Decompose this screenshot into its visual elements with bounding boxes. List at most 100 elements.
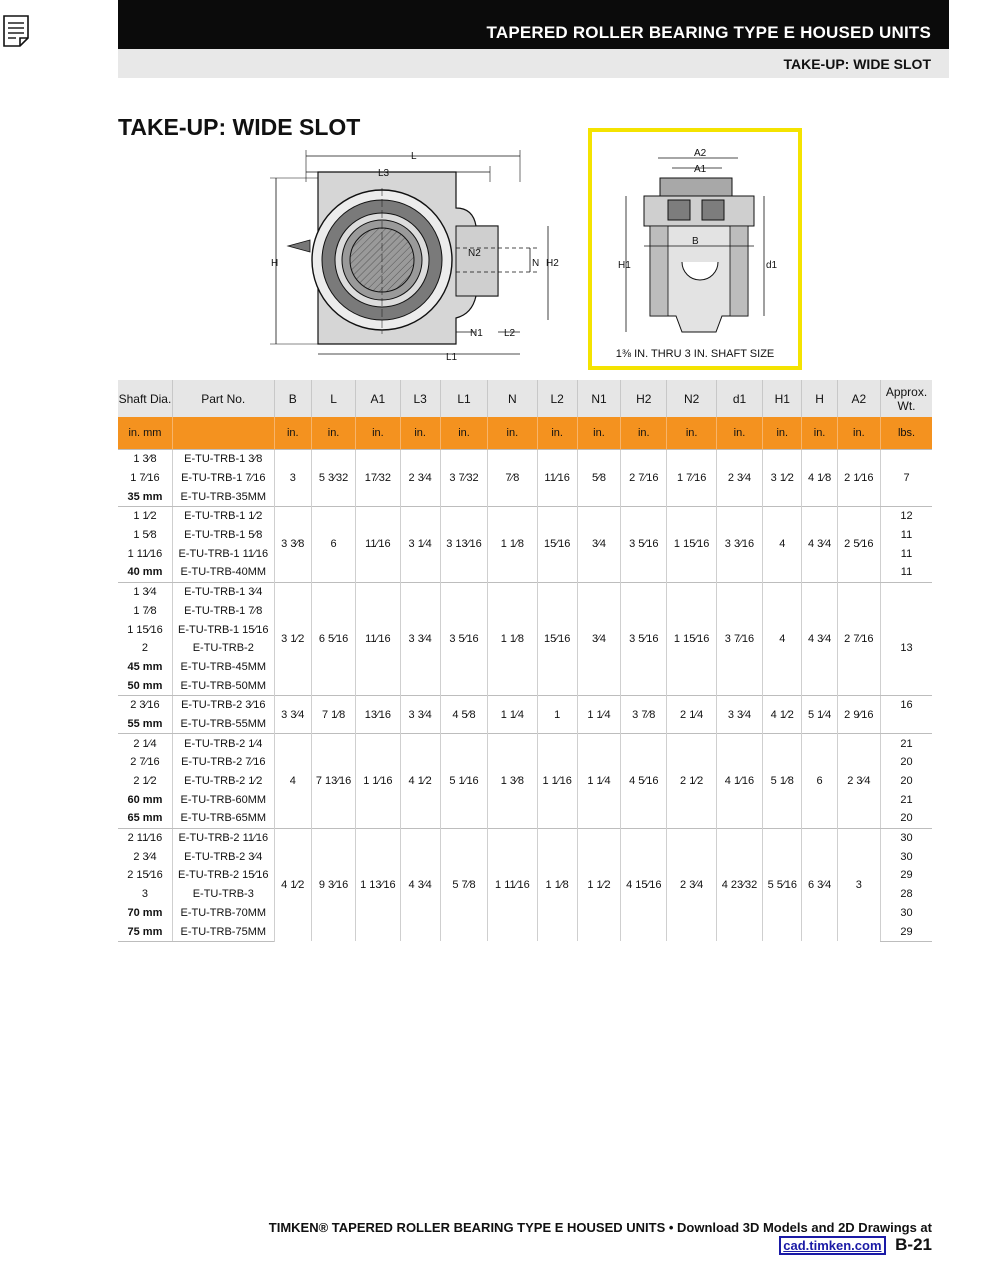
shaft-dia-cell: 1 7⁄8 bbox=[133, 604, 157, 617]
weight-cell: 11 bbox=[880, 544, 932, 564]
shaft-dia-cell: 1 3⁄4 bbox=[118, 581, 173, 602]
weight-cell: 30 bbox=[880, 903, 932, 923]
weight-cell: 7 bbox=[880, 468, 932, 488]
dimension-cell: 1 1⁄2 bbox=[576, 827, 621, 942]
dimension-cell: 2 9⁄16 bbox=[836, 694, 881, 734]
dimension-cell: 3 5⁄16 bbox=[620, 581, 667, 696]
unit-cell: in. bbox=[801, 417, 838, 450]
weight-cell: 20 bbox=[880, 809, 932, 829]
dimension-cell: 3 13⁄16 bbox=[439, 506, 488, 583]
dimension-cell: 3 3⁄16 bbox=[715, 506, 763, 583]
part-number-cell: E-TU-TRB-1 5⁄8 bbox=[171, 525, 275, 545]
dimension-cell: 6 bbox=[310, 506, 356, 583]
column-header: Part No. bbox=[171, 380, 275, 417]
shaft-dia-cell: 50 mm bbox=[118, 676, 173, 696]
footer: TIMKEN® TAPERED ROLLER BEARING TYPE E HO… bbox=[222, 1220, 932, 1255]
part-number-cell: E-TU-TRB-1 3⁄8 bbox=[171, 448, 275, 469]
dimension-cell: 2 3⁄4 bbox=[715, 448, 763, 507]
dimension-cell: 11⁄16 bbox=[355, 506, 401, 583]
part-number-cell: E-TU-TRB-2 15⁄16 bbox=[171, 866, 275, 885]
part-number-cell: E-TU-TRB-45MM bbox=[171, 657, 275, 677]
unit-cell: in. bbox=[620, 417, 667, 450]
shaft-dia-cell: 55 mm bbox=[118, 714, 173, 735]
dimension-cell: 4 bbox=[762, 581, 802, 696]
part-number-cell: E-TU-TRB-65MM bbox=[171, 809, 275, 829]
shaft-dia-cell: 1 3⁄8 bbox=[118, 448, 173, 469]
dimension-cell: 3 7⁄8 bbox=[620, 694, 667, 734]
weight-cell bbox=[880, 448, 932, 469]
part-number-cell: E-TU-TRB-2 1⁄2 bbox=[171, 771, 275, 791]
dimension-cell: 5⁄8 bbox=[576, 448, 621, 507]
part-number-cell: E-TU-TRB-35MM bbox=[171, 487, 275, 508]
dimension-cell: 5 5⁄16 bbox=[762, 827, 802, 942]
dimension-cell: 2 1⁄2 bbox=[666, 733, 717, 829]
dimension-cell: 4 1⁄2 bbox=[273, 827, 312, 942]
dim-A1: A1 bbox=[694, 164, 707, 175]
dimension-cell: 4 1⁄2 bbox=[762, 694, 802, 734]
dimension-cell: 6 5⁄16 bbox=[310, 581, 356, 696]
dimension-cell: 3 bbox=[273, 448, 312, 507]
column-header: d1 bbox=[715, 380, 763, 417]
dimension-cell: 1 1⁄16 bbox=[536, 733, 578, 829]
dimension-cell: 1 1⁄16 bbox=[355, 733, 401, 829]
part-number-cell: E-TU-TRB-1 15⁄16 bbox=[171, 620, 275, 639]
dimension-cell: 3 7⁄32 bbox=[439, 448, 488, 507]
dimension-cell: 3 3⁄4 bbox=[399, 694, 441, 734]
shaft-dia-cell: 1 1⁄2 bbox=[118, 506, 173, 526]
dim-N1: N1 bbox=[470, 328, 483, 339]
part-number-cell: E-TU-TRB-70MM bbox=[171, 903, 275, 923]
dimension-cell: 3 3⁄4 bbox=[715, 694, 763, 734]
unit-cell: in. bbox=[666, 417, 717, 450]
unit-cell: in. bbox=[399, 417, 441, 450]
dimension-cell: 5 1⁄8 bbox=[762, 733, 802, 829]
dimension-cell: 4 bbox=[762, 506, 802, 583]
dimension-cell: 3 5⁄16 bbox=[439, 581, 488, 696]
shaft-dia-cell: 2 3⁄4 bbox=[133, 850, 157, 863]
dimension-cell: 1 1⁄8 bbox=[487, 506, 538, 583]
column-header: L2 bbox=[536, 380, 578, 417]
shaft-dia-cell: 1 7⁄16 bbox=[130, 472, 160, 485]
shaft-dia-cell: 2 11⁄16 bbox=[118, 827, 173, 848]
column-header: A1 bbox=[355, 380, 401, 417]
column-header: Approx. Wt. bbox=[880, 380, 932, 417]
document-icon[interactable] bbox=[2, 14, 30, 48]
shaft-dia-cell: 1 5⁄8 bbox=[133, 529, 157, 542]
weight-cell: 28 bbox=[880, 884, 932, 904]
dimension-cell: 4 5⁄8 bbox=[439, 694, 488, 734]
header-title: TAPERED ROLLER BEARING TYPE E HOUSED UNI… bbox=[486, 23, 931, 42]
dimension-cell: 5 7⁄8 bbox=[439, 827, 488, 942]
shaft-dia-cell: 65 mm bbox=[118, 809, 173, 829]
weight-cell: 30 bbox=[880, 847, 932, 867]
dimension-cell: 2 7⁄16 bbox=[620, 448, 667, 507]
side-view-box: A2 A1 B H1 d1 1⅜ IN. THRU 3 IN. SHAFT SI… bbox=[588, 128, 802, 370]
part-number-cell: E-TU-TRB-2 3⁄16 bbox=[171, 694, 275, 715]
weight-cell: 11 bbox=[880, 525, 932, 545]
shaft-dia-cell: 2 bbox=[141, 642, 148, 655]
dim-L2: L2 bbox=[504, 328, 516, 339]
cad-link[interactable]: cad.timken.com bbox=[779, 1236, 886, 1255]
part-number-cell: E-TU-TRB-1 3⁄4 bbox=[171, 581, 275, 602]
dimension-cell: 17⁄32 bbox=[355, 448, 401, 507]
dimension-cell: 3⁄4 bbox=[576, 581, 621, 696]
shaft-dia-cell: 35 mm bbox=[118, 487, 173, 508]
shaft-dia-cell: 2 15⁄16 bbox=[127, 869, 163, 882]
weight-cell: 16 bbox=[880, 694, 932, 715]
column-header: A2 bbox=[836, 380, 881, 417]
part-number-cell: E-TU-TRB-1 7⁄8 bbox=[171, 601, 275, 621]
dimension-cell: 4 1⁄16 bbox=[715, 733, 763, 829]
dimension-cell: 1 1⁄8 bbox=[487, 581, 538, 696]
dimension-cell: 2 3⁄4 bbox=[666, 827, 717, 942]
dimension-cell: 4 bbox=[273, 733, 312, 829]
part-number-cell: E-TU-TRB-40MM bbox=[171, 563, 275, 583]
